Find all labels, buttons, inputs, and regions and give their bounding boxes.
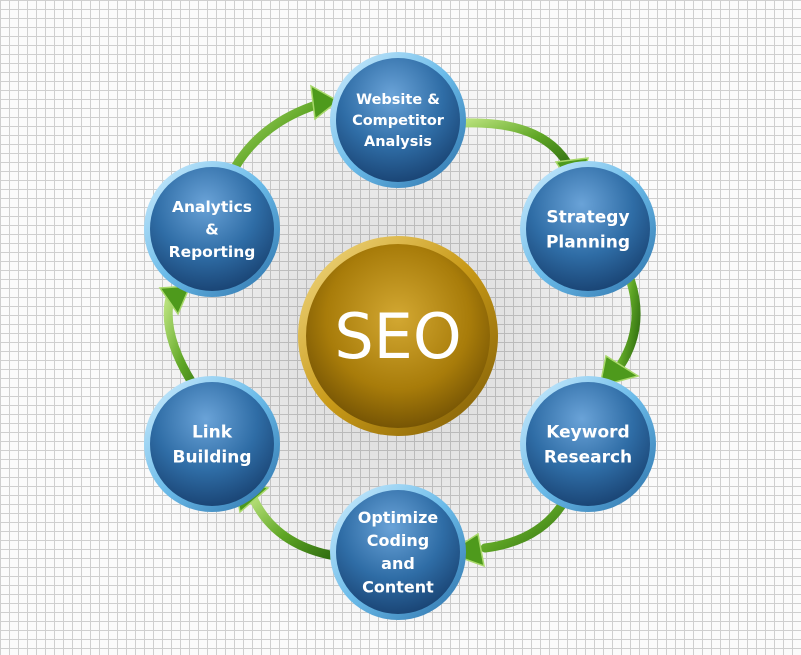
node-body: [336, 490, 460, 614]
node-label-line: Analysis: [364, 134, 432, 150]
center-label: SEO: [334, 300, 461, 373]
arrow-optimize-to-link: [248, 493, 340, 561]
center-seo-circle: SEO: [298, 236, 498, 436]
node-label-line: and: [381, 554, 415, 573]
node-body: [526, 167, 650, 291]
node-body: [150, 382, 274, 506]
node-label-line: Analytics: [172, 198, 252, 216]
node-label-line: Website &: [356, 92, 440, 108]
arrow-head-icon: [599, 354, 640, 388]
arrow-website-to-strategy: [457, 118, 575, 173]
node-label-line: Optimize: [358, 508, 439, 527]
arrow-head-icon: [310, 84, 340, 121]
node-label-line: Competitor: [352, 113, 445, 129]
node-body: [336, 58, 460, 182]
node-label-line: Strategy: [546, 208, 629, 228]
arrow-head-icon: [158, 285, 192, 316]
process-nodes: Website & CompetitorAnalysisStrategyPlann…: [144, 52, 656, 620]
node-body: [150, 167, 274, 291]
node-label-line: Keyword: [546, 423, 629, 443]
node-label-line: Planning: [546, 232, 630, 252]
node-label-line: Coding: [367, 531, 430, 550]
node-label-line: Reporting: [169, 243, 256, 261]
node-label-line: Building: [173, 447, 252, 467]
node-analytics-reporting: Analytics & Reporting: [144, 161, 280, 297]
node-label-line: &: [205, 220, 219, 238]
node-label-line: Link: [192, 423, 233, 443]
node-body: [526, 382, 650, 506]
node-label-line: Content: [362, 577, 434, 596]
node-label-line: Research: [544, 447, 632, 467]
